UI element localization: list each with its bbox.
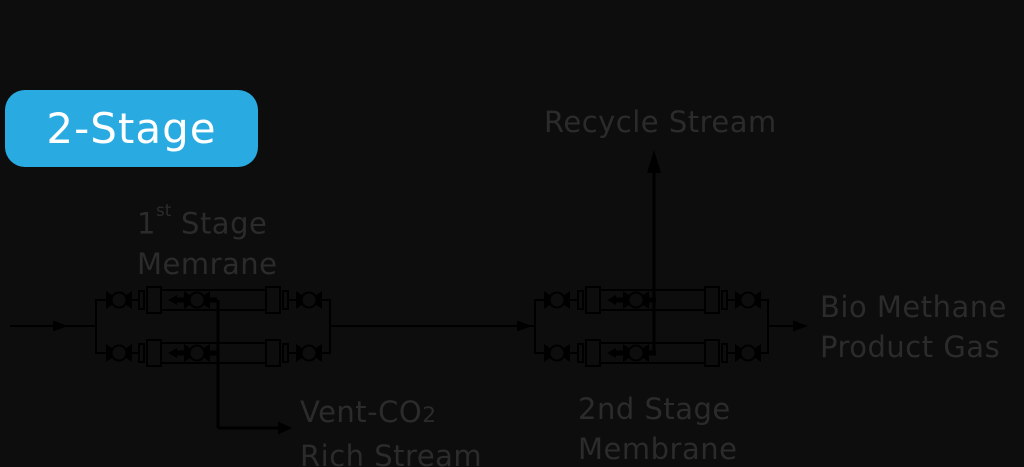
valve-icon xyxy=(105,343,133,363)
feed-line xyxy=(10,299,97,354)
valve-icon xyxy=(105,290,133,310)
feed-arrow-icon xyxy=(53,320,68,332)
vent-arrow-icon xyxy=(278,421,292,435)
first-stage-number: 1 xyxy=(137,206,156,241)
vent-label-line2: Rich Stream xyxy=(300,439,483,467)
membrane-module-icon xyxy=(139,340,288,366)
valve-icon xyxy=(543,343,571,363)
second-stage-label-line2: Membrane xyxy=(578,432,738,466)
first-stage-membrane-label: 1st Stage Memrane xyxy=(137,197,278,284)
recycle-arrow-icon xyxy=(647,150,661,173)
bio-methane-label: Bio Methane Product Gas xyxy=(820,287,1007,367)
valve-icon xyxy=(734,343,762,363)
vent-line xyxy=(216,300,292,435)
interstage-line xyxy=(329,299,536,354)
valve-icon xyxy=(295,343,323,363)
bio-methane-label-line1: Bio Methane xyxy=(820,290,1008,324)
valve-icon xyxy=(295,290,323,310)
product-arrow-icon xyxy=(793,320,808,332)
first-stage-ordinal-suffix: st xyxy=(155,199,172,220)
two-stage-badge-label: 2-Stage xyxy=(46,104,217,153)
valve-icon xyxy=(543,290,571,310)
two-stage-badge[interactable]: 2-Stage xyxy=(5,90,258,167)
stage1-bottom-branch xyxy=(96,340,330,366)
stage2-top-branch xyxy=(535,287,768,313)
recycle-line xyxy=(647,150,661,354)
membrane-module-icon xyxy=(139,287,288,313)
vent-co2-label: Vent-CO2 Rich Stream xyxy=(300,392,482,467)
first-stage-word: Stage xyxy=(171,206,268,241)
first-stage-label-line2: Memrane xyxy=(137,246,278,281)
second-stage-membrane-label: 2nd Stage Membrane xyxy=(578,389,737,467)
stage2-bottom-branch xyxy=(535,340,768,366)
first-stage-label-line1: 1st Stage xyxy=(137,197,278,244)
recycle-stream-label: Recycle Stream xyxy=(544,105,777,139)
second-stage-label-line1: 2nd Stage xyxy=(578,392,731,426)
co2-subscript: 2 xyxy=(422,403,437,428)
product-line xyxy=(767,299,808,354)
stage1-top-branch xyxy=(96,287,330,313)
bio-methane-label-line2: Product Gas xyxy=(820,330,1001,364)
valve-icon xyxy=(734,290,762,310)
interstage-arrow-icon xyxy=(517,320,532,332)
vent-label-line1: Vent-CO2 xyxy=(300,392,482,436)
vent-label-main: Vent-CO xyxy=(300,395,423,429)
